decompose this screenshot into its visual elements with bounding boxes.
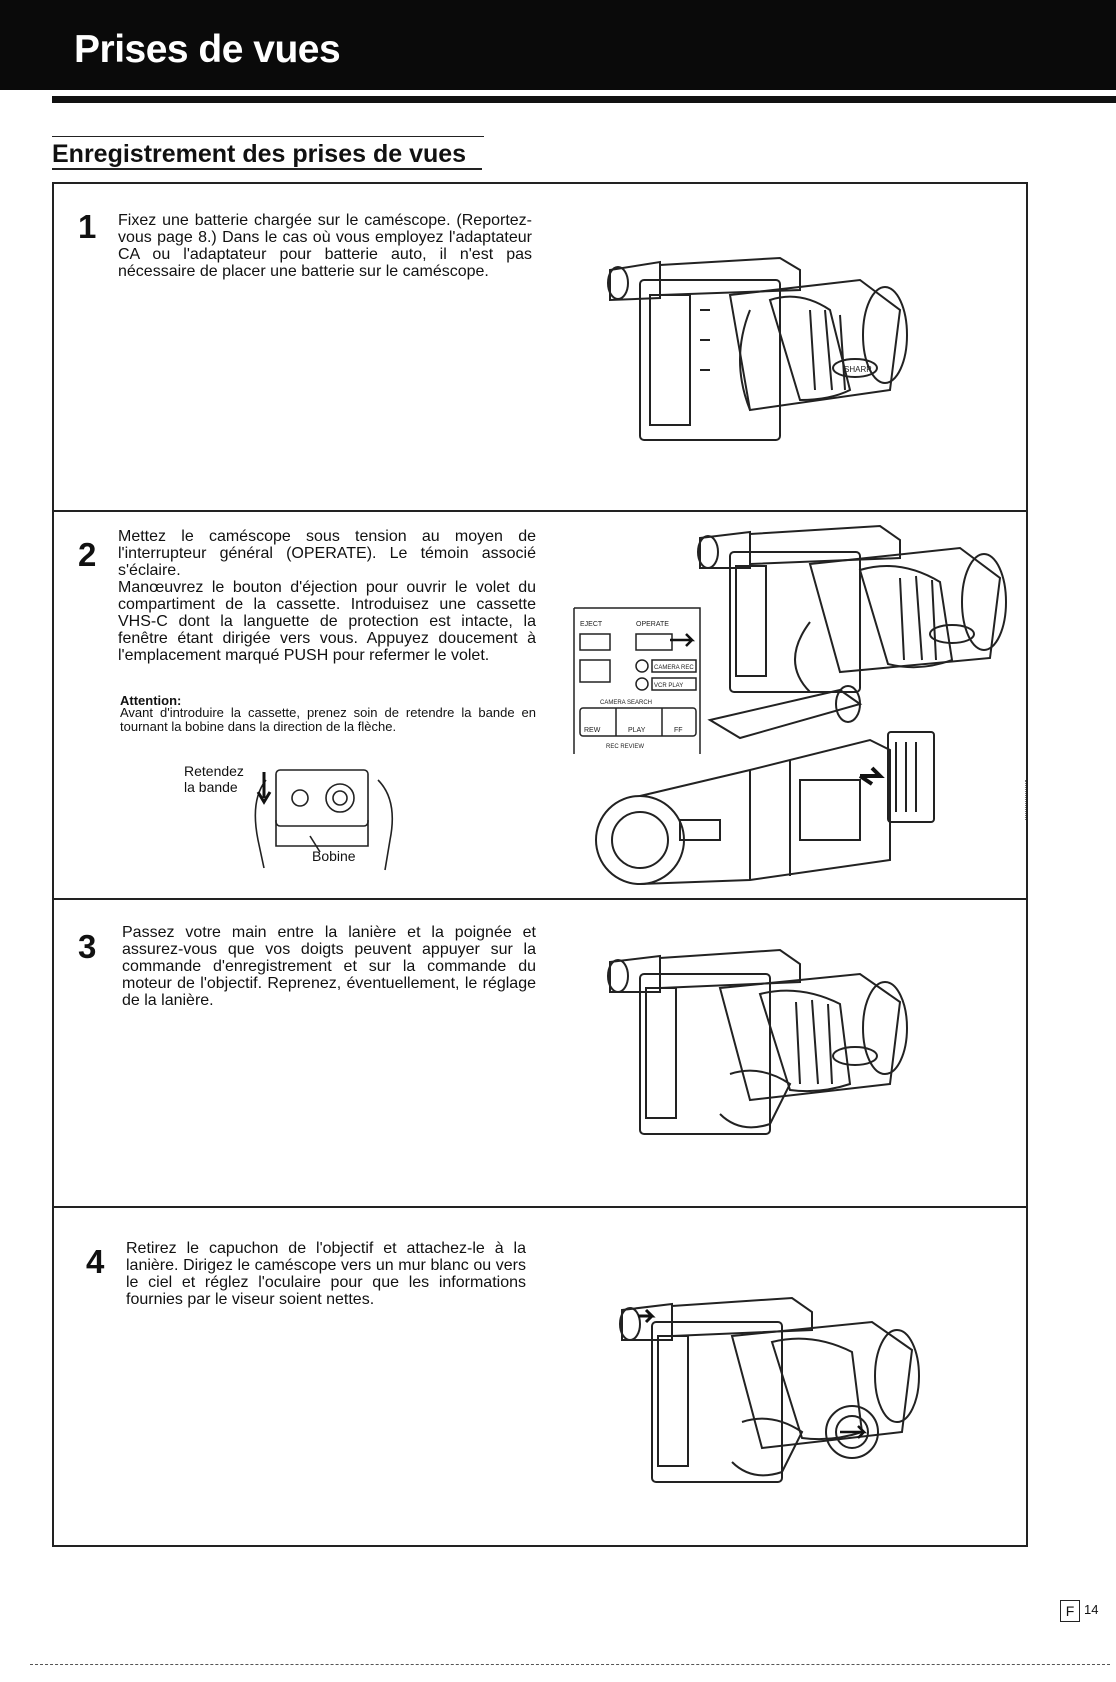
callout-la-bande: la bande [184,779,238,795]
steps-frame [52,182,1028,1547]
camcorder-illustration-2a [690,512,1020,702]
section-title: Enregistrement des prises de vues [52,140,467,168]
step-4-text: Retirez le capuchon de l'objectif et att… [126,1240,526,1308]
page-title: Prises de vues [74,28,341,71]
header-rule [52,96,1116,103]
step-3-text: Passez votre main entre la lanière et la… [122,924,536,1009]
section-top-rule [52,136,484,137]
step-divider-1 [52,510,1028,512]
label-camera-search: CAMERA SEARCH [600,700,652,706]
label-rew: REW [584,727,601,734]
step-1-text: Fixez une batterie chargée sur le camésc… [118,212,532,280]
page-letter-box: F [1060,1600,1080,1622]
step-divider-3 [52,1206,1028,1208]
step-2-text-block: Mettez le caméscope sous tension au moye… [118,528,536,664]
label-rec-review: REC REVIEW [606,744,644,750]
header-banner: Prises de vues [0,0,1116,90]
camcorder-illustration-2b [590,680,950,890]
callout-bobine: Bobine [312,848,356,864]
step-2-text-operate: Mettez le caméscope sous tension au moye… [118,528,536,579]
page-number: 14 [1084,1602,1099,1617]
callout-retendez: Retendez [184,763,244,779]
cassette-illustration: Retendez la bande Bobine [180,760,420,880]
step-4-number: 4 [86,1243,105,1280]
step-1-number: 1 [78,208,97,245]
label-play: PLAY [628,727,646,734]
brand-label: SHARP [844,365,872,374]
margin-dotted-line [1025,780,1026,820]
step-2-number: 2 [78,536,97,573]
camcorder-illustration-4 [612,1292,942,1492]
camcorder-illustration-1: SHARP [600,250,930,450]
step-2-text-cassette: Manœuvrez le bouton d'éjection pour ouvr… [118,579,536,664]
step-divider-2 [52,898,1028,900]
label-camera-rec: CAMERA REC [654,665,694,671]
control-panel-detail: EJECT OPERATE CAMERA REC VCR PLAY CAMERA… [570,604,710,754]
label-ff: FF [674,727,683,734]
attention-text: Avant d'introduire la cassette, prenez s… [120,705,536,734]
label-vcr-play: VCR PLAY [654,683,683,689]
page-bottom-dashed-rule [30,1664,1110,1665]
camcorder-illustration-3 [600,944,930,1144]
attention-label: Attention: [120,693,182,708]
label-operate: OPERATE [636,621,669,628]
step-3-number: 3 [78,928,97,965]
section-underline [52,168,482,170]
label-eject: EJECT [580,621,603,628]
